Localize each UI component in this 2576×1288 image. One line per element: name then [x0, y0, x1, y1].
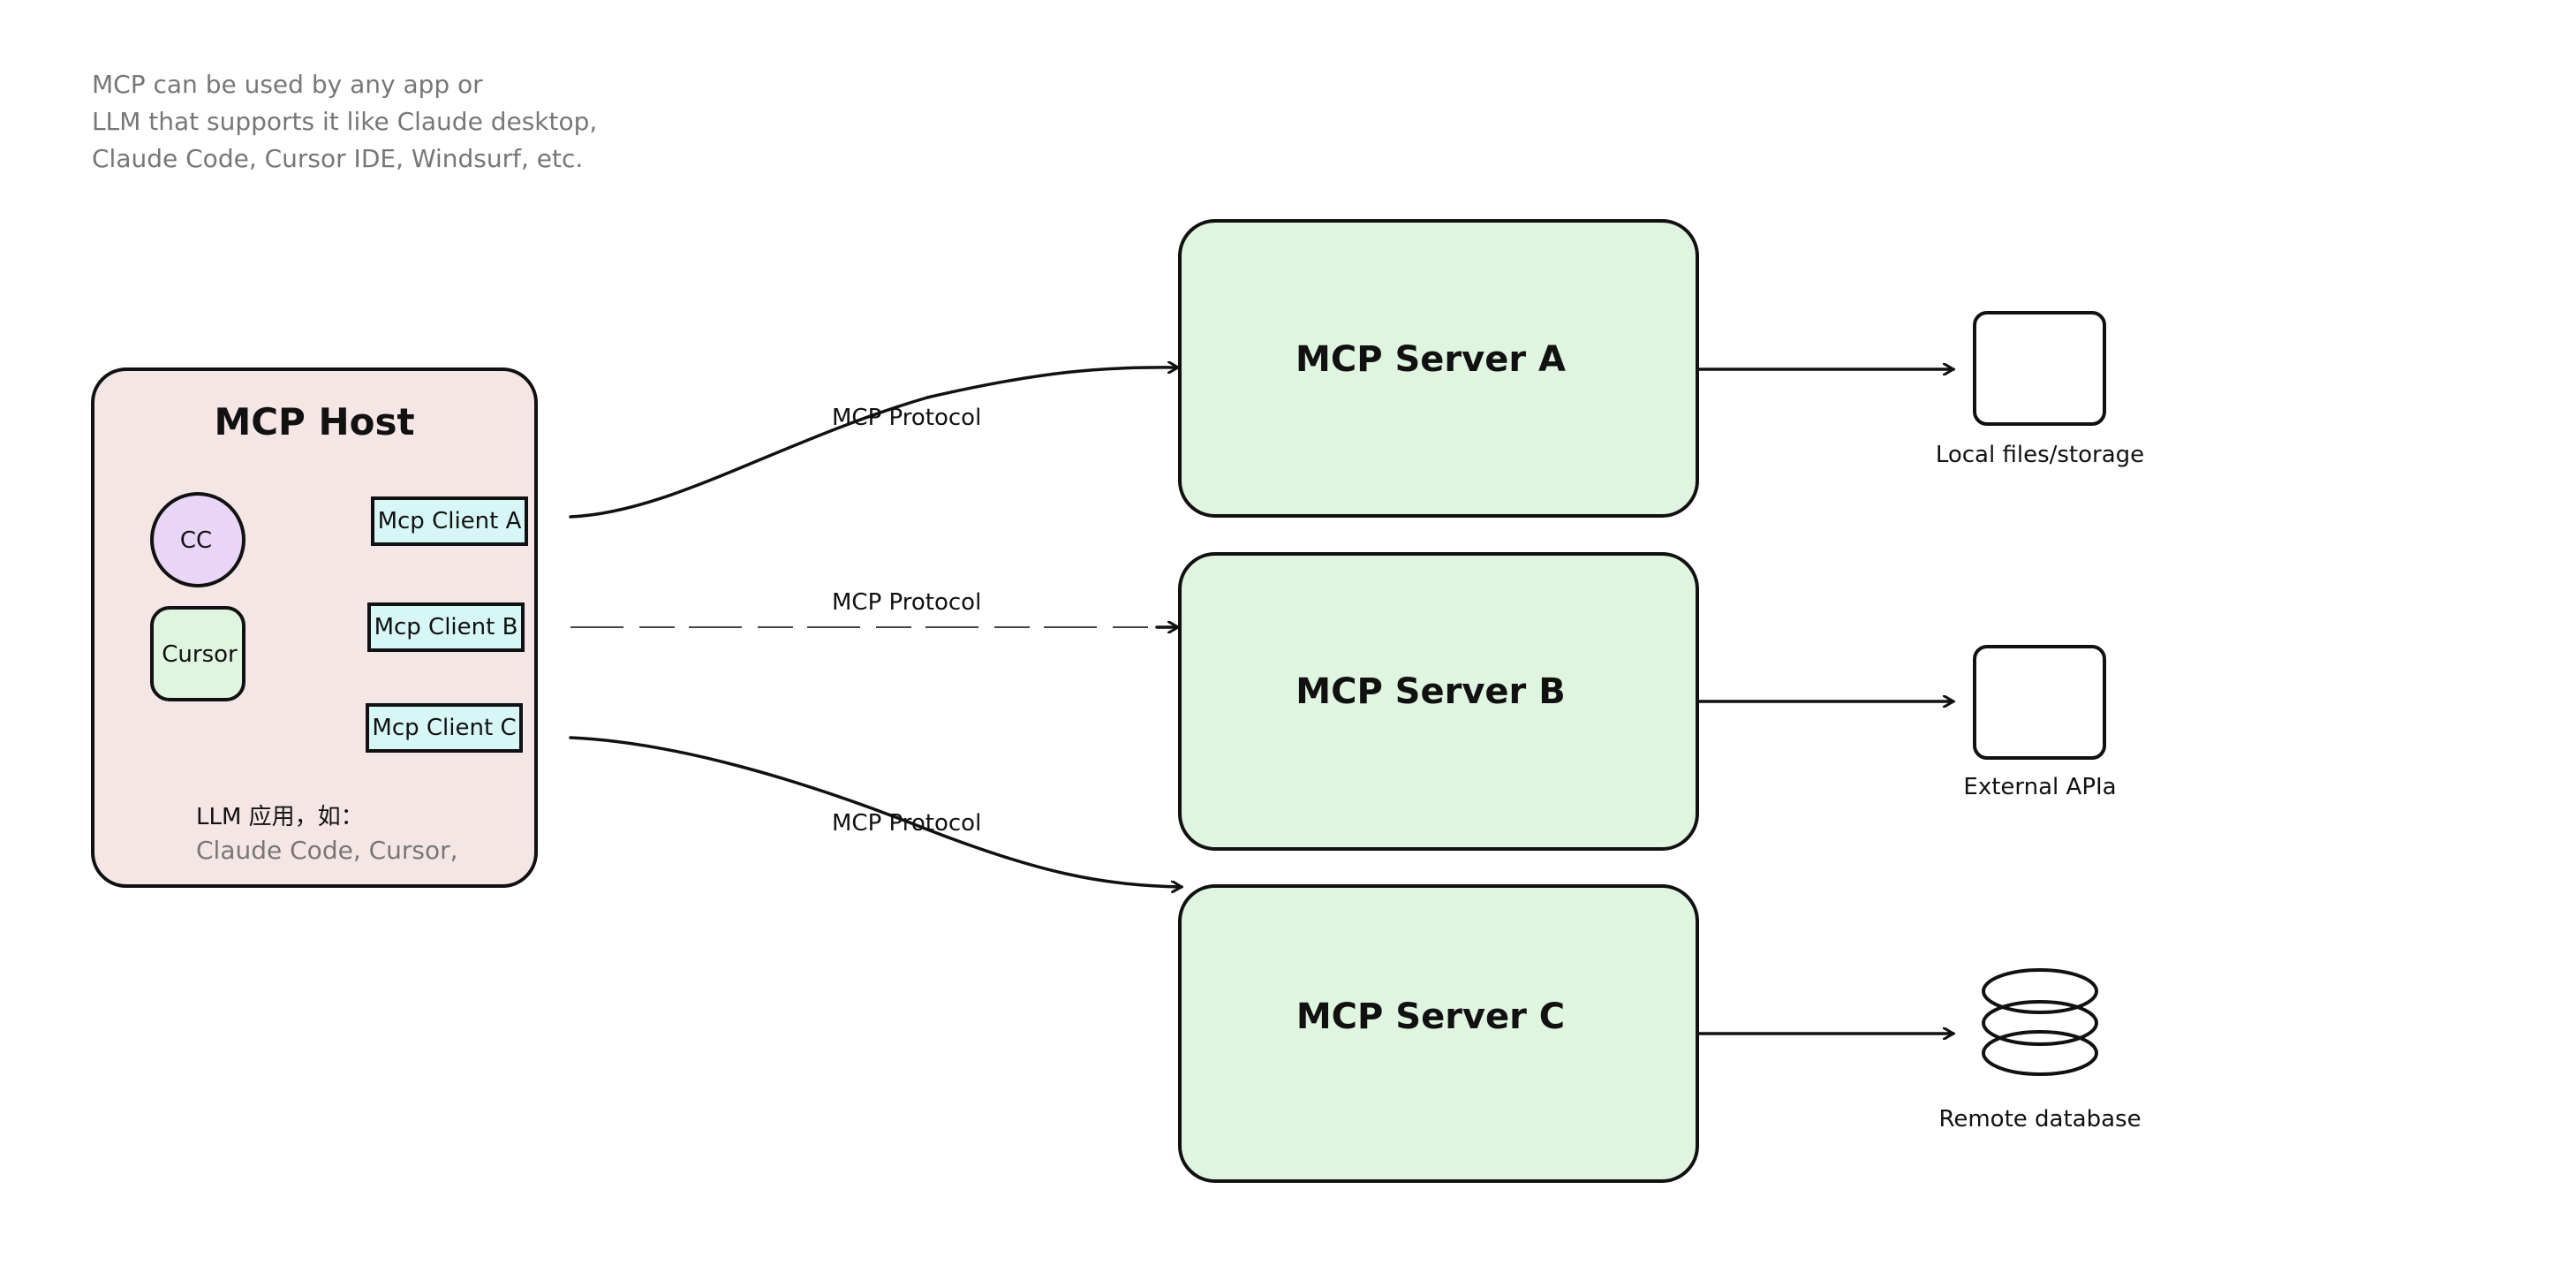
mcp-client-c-box: [366, 703, 523, 753]
mcp-host-title: MCP Host: [214, 400, 414, 443]
cc-label: CC: [180, 527, 212, 554]
mcp-server-a-box: [1178, 219, 1699, 518]
cursor-label: Cursor: [162, 641, 238, 668]
mcp-client-b-label: Mcp Client B: [374, 614, 518, 640]
mcp-client-a-box: [371, 496, 528, 546]
note-line-1: MCP can be used by any app or: [92, 70, 483, 99]
protocol-arrow-c: [569, 736, 1182, 887]
protocol-label-a: MCP Protocol: [832, 405, 981, 431]
llm-label: LLM 应用，如：: [196, 804, 364, 830]
note-line-2: LLM that supports it like Claude desktop…: [92, 107, 597, 136]
mcp-client-c-label: Mcp Client C: [372, 715, 516, 741]
mcp-server-b-title: MCP Server B: [1296, 671, 1565, 712]
protocol-arrow-a: [569, 367, 1178, 519]
local-files-icon: [1973, 311, 2106, 426]
llm-examples: Claude Code, Cursor,: [196, 836, 458, 865]
mcp-client-a-label: Mcp Client A: [378, 508, 522, 534]
cc-node: [150, 492, 246, 587]
mcp-server-b-box: [1178, 552, 1699, 851]
note-line-3: Claude Code, Cursor IDE, Windsurf, etc.: [92, 144, 583, 173]
cursor-node: [150, 606, 246, 701]
mcp-server-a-title: MCP Server A: [1296, 339, 1566, 380]
remote-database-label: Remote database: [1938, 1106, 2141, 1133]
external-api-icon: [1973, 645, 2106, 760]
mcp-server-c-title: MCP Server C: [1296, 996, 1565, 1037]
database-icon: [1982, 968, 2098, 1076]
mcp-server-c-box: [1178, 884, 1699, 1183]
mcp-client-b-box: [367, 602, 525, 652]
local-files-label: Local files/storage: [1936, 442, 2144, 468]
protocol-label-b: MCP Protocol: [832, 589, 981, 616]
external-api-label: External APIa: [1963, 774, 2116, 800]
protocol-label-c: MCP Protocol: [832, 810, 981, 837]
